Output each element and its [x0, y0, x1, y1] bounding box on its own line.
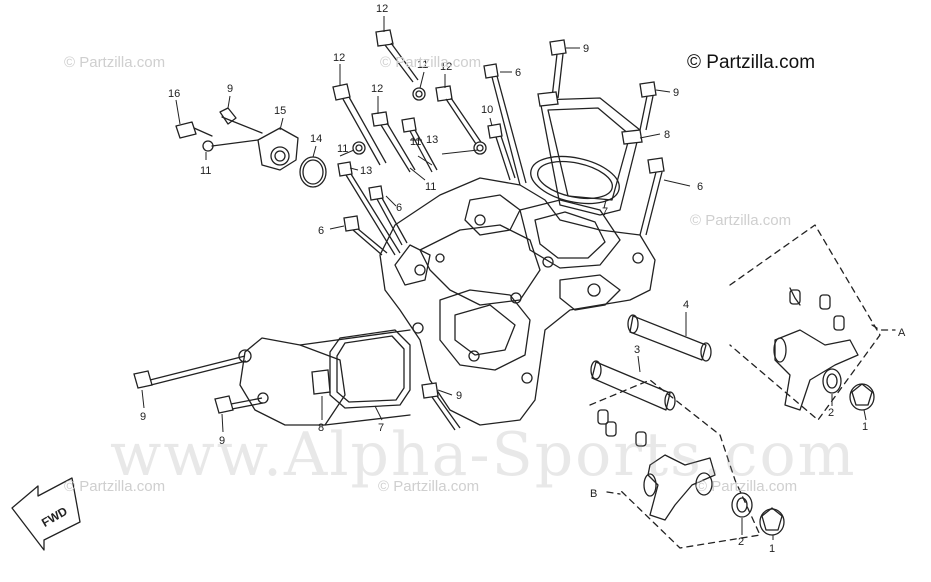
fwd-arrow-icon: FWD [11, 477, 81, 551]
watermark-partzilla-top-mid: © Partzilla.com [380, 54, 482, 71]
callout-8: 8 [664, 129, 670, 141]
bolt-12a [375, 29, 419, 83]
bolt-9e [421, 382, 461, 431]
callout-9: 9 [219, 435, 225, 447]
watermark-partzilla-bottom-right: © Partzilla.com [696, 478, 798, 495]
callout-2: 2 [738, 536, 744, 548]
bolt-6b [639, 157, 665, 236]
bolt-12b [332, 83, 387, 166]
callout-15: 15 [274, 105, 286, 117]
callout-6: 6 [697, 181, 703, 193]
copyright-text: © Partzilla.com [687, 52, 816, 73]
bolt-10 [487, 123, 516, 181]
section-letter-a: A [898, 327, 906, 339]
callout-6: 6 [515, 67, 521, 79]
callout-9: 9 [140, 411, 146, 423]
callout-1: 1 [862, 421, 868, 433]
watermark-partzilla-mid-right: © Partzilla.com [690, 212, 792, 229]
watermark-alpha-sports: www.Alpha-Sports.com [110, 420, 857, 490]
callout-6: 6 [396, 202, 402, 214]
bolt-9a [549, 39, 567, 99]
bolt-6d [343, 215, 388, 256]
bolt-12c [371, 111, 416, 173]
bolt-9d [214, 395, 264, 414]
callout-11: 11 [417, 59, 428, 71]
callout-11: 11 [200, 165, 211, 177]
callout-7: 7 [378, 422, 384, 434]
callout-12: 12 [371, 83, 383, 95]
callout-11: 11 [337, 143, 348, 155]
callout-13: 13 [426, 134, 438, 146]
bolt-9b [639, 81, 657, 131]
callout-16: 16 [168, 88, 180, 100]
watermark-partzilla-bottom-left: © Partzilla.com [64, 478, 166, 495]
callout-labels: 12 12 12 12 11 11 6 10 9 9 8 6 16 9 15 1… [140, 3, 868, 555]
watermark-partzilla-bottom-mid: © Partzilla.com [378, 478, 480, 495]
callout-6: 6 [318, 225, 324, 237]
callout-10: 10 [481, 104, 493, 116]
callout-4: 4 [683, 299, 689, 311]
callout-2: 2 [828, 407, 834, 419]
bolt-6a [483, 63, 527, 186]
callout-12: 12 [376, 3, 388, 15]
watermark-partzilla-top-left: © Partzilla.com [64, 54, 166, 71]
callout-11: 11 [410, 136, 421, 148]
callout-9: 9 [583, 43, 589, 55]
bolt-6c [368, 185, 408, 246]
callout-3: 3 [634, 344, 640, 356]
bolt-12d [435, 85, 486, 151]
callout-13: 13 [360, 165, 372, 177]
callout-8: 8 [318, 422, 324, 434]
bolt-9c [133, 355, 247, 389]
section-letter-b: B [590, 488, 597, 500]
callout-12: 12 [333, 52, 345, 64]
callout-9: 9 [227, 83, 233, 95]
callout-11: 11 [425, 181, 436, 193]
callout-14: 14 [310, 133, 322, 145]
callout-1: 1 [769, 543, 775, 555]
bolt-13a [337, 161, 401, 256]
callout-9: 9 [456, 390, 462, 402]
callout-12: 12 [440, 61, 452, 73]
callout-7: 7 [602, 206, 608, 218]
bolt-11a [401, 117, 438, 173]
callout-9: 9 [673, 87, 679, 99]
